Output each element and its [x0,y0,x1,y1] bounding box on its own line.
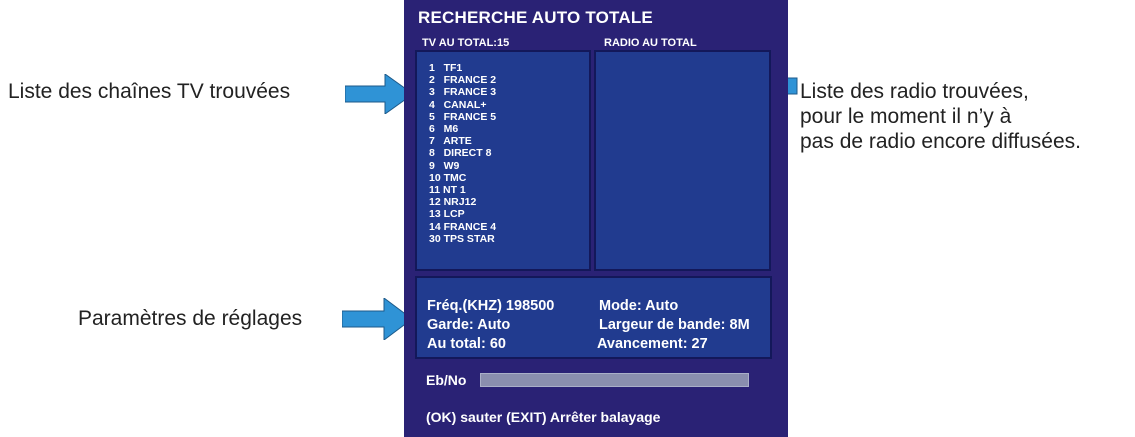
screen-title: RECHERCHE AUTO TOTALE [418,8,653,27]
arrow-right-icon [342,298,413,340]
param-progress: Avancement: 27 [597,336,708,352]
tv-channel-item[interactable]: 5 FRANCE 5 [429,110,497,123]
footer-help: (OK) sauter (EXIT) Arrêter balayage [426,409,661,425]
tv-channel-item[interactable]: 13 LCP [429,208,465,221]
annotation-radio-line-2: pour le moment il n’y à [800,105,1012,128]
scan-screen: RECHERCHE AUTO TOTALE TV AU TOTAL:15 RAD… [404,0,788,437]
tv-channel-item[interactable]: 30 TPS STAR [429,232,495,245]
tv-channel-item[interactable]: 10 TMC [429,171,467,184]
ebno-fill [481,374,748,386]
ebno-bar [480,373,749,387]
ebno-label: Eb/No [426,372,467,388]
annotation-radio-line-3: pas de radio encore diffusées. [800,130,1081,153]
param-mode: Mode: Auto [599,298,679,314]
params-panel: Fréq.(KHZ) 198500 Mode: Auto Garde: Auto… [415,276,772,359]
tv-channel-item[interactable]: 1 TF1 [429,62,463,74]
tv-channel-item[interactable]: 9 W9 [429,159,460,172]
tv-channel-item[interactable]: 14 FRANCE 4 [429,220,497,233]
annotation-params: Paramètres de réglages [78,307,303,330]
param-frequency: Fréq.(KHZ) 198500 [427,298,555,314]
param-guard: Garde: Auto [427,317,511,333]
radio-header: RADIO AU TOTAL [604,37,697,49]
annotation-tv-list: Liste des chaînes TV trouvées [8,80,291,103]
tv-channel-item[interactable]: 3 FRANCE 3 [429,86,497,99]
arrow-right-icon [345,74,414,114]
tv-channel-item[interactable]: 11 NT 1 [429,184,466,197]
annotation-radio-list: Liste des radio trouvées, pour le moment… [800,79,1081,154]
tv-channel-item[interactable]: 4 CANAL+ [429,98,487,111]
radio-channel-list[interactable] [594,50,771,271]
tv-channel-item[interactable]: 2 FRANCE 2 [429,74,497,87]
param-total: Au total: 60 [427,336,506,352]
param-bandwidth: Largeur de bande: 8M [599,317,750,333]
tv-channel-item[interactable]: 6 M6 [429,123,459,136]
annotation-radio-line-1: Liste des radio trouvées, [800,80,1029,103]
tv-channel-item[interactable]: 12 NRJ12 [429,196,477,209]
tv-channel-item[interactable]: 7 ARTE [429,135,472,148]
tv-channel-item[interactable]: 8 DIRECT 8 [429,147,492,160]
tv-header: TV AU TOTAL:15 [422,37,510,49]
